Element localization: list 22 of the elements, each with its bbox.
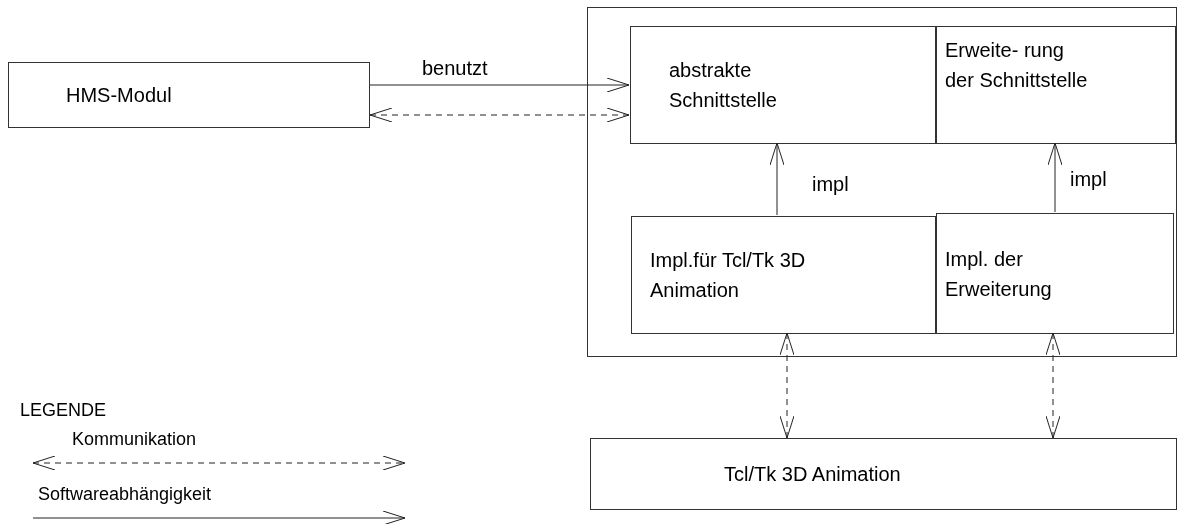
module-label: abstrakte Schnittstelle bbox=[669, 58, 778, 113]
module-box bbox=[590, 438, 1177, 510]
module-box bbox=[630, 26, 936, 144]
dashed-arrow bbox=[369, 107, 630, 123]
module-box bbox=[936, 213, 1174, 334]
legend-text: Kommunikation bbox=[72, 428, 197, 450]
arrow bbox=[369, 77, 630, 93]
module-label: HMS-Modul bbox=[66, 83, 172, 108]
arrow bbox=[1047, 142, 1063, 213]
module-label: Impl. der Erweiterung bbox=[945, 247, 1053, 302]
container-box bbox=[587, 7, 1177, 357]
module-box bbox=[631, 216, 936, 334]
module-label: Erweite- rung der Schnittstelle bbox=[945, 38, 1089, 93]
legend-title: LEGENDE bbox=[20, 399, 107, 421]
module-label: Impl.für Tcl/Tk 3D Animation bbox=[650, 248, 807, 303]
arrow bbox=[769, 142, 785, 216]
module-box bbox=[8, 62, 370, 128]
dashed-arrow bbox=[779, 332, 795, 439]
dashed-arrow bbox=[1045, 332, 1061, 439]
module-box bbox=[936, 26, 1176, 144]
legend-text: Softwareabhängigkeit bbox=[38, 483, 212, 505]
module-label: Tcl/Tk 3D Animation bbox=[724, 462, 901, 487]
